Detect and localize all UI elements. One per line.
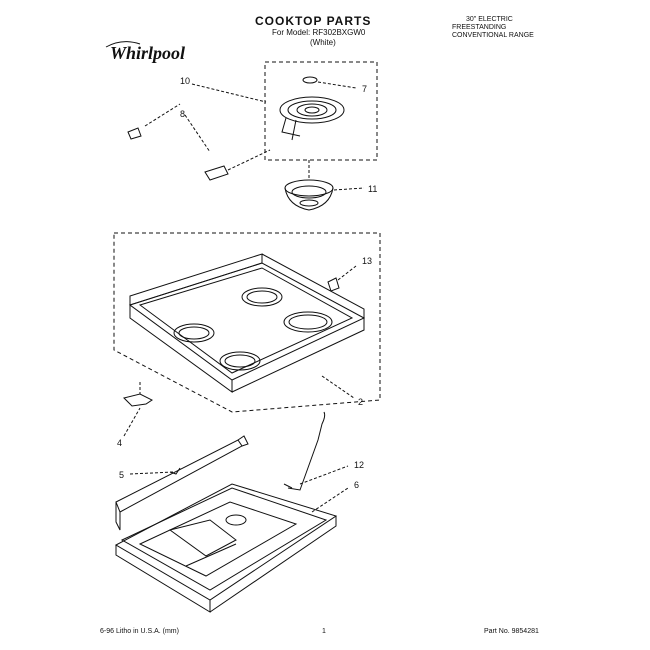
- callout-12: 12: [354, 460, 364, 470]
- model-color: (White): [310, 38, 336, 47]
- callout-4: 4: [117, 438, 122, 448]
- drip-bowl: [284, 179, 334, 211]
- product-description-line-3: CONVENTIONAL RANGE: [452, 32, 534, 39]
- surface-element-group-outline: [264, 61, 378, 161]
- callout-5: 5: [119, 470, 124, 480]
- leader-13: [337, 265, 357, 281]
- leader-5: [129, 471, 175, 475]
- leader-6: [311, 487, 349, 513]
- callout-10: 10: [180, 76, 190, 86]
- page-number: 1: [322, 628, 326, 635]
- print-info: 6-96 Litho in U.S.A. (mm): [100, 628, 179, 635]
- wire-connector: [127, 127, 142, 140]
- terminal-block: [204, 149, 271, 181]
- logo-swirl: [105, 41, 141, 48]
- element-cap: [302, 76, 318, 84]
- page-title: COOKTOP PARTS: [255, 14, 372, 28]
- callout-11: 11: [368, 184, 377, 194]
- brand-logo: Whirlpool: [110, 43, 186, 63]
- callout-8: 8: [180, 109, 185, 119]
- cooktop-support-rod: [283, 411, 326, 491]
- leader-7: [317, 81, 357, 89]
- callout-6: 6: [354, 480, 359, 490]
- part-number: Part No. 9854281: [484, 628, 539, 635]
- leader-4: [123, 407, 141, 437]
- callout-7: 7: [362, 84, 367, 94]
- product-description-line-1: 30" ELECTRIC: [466, 16, 513, 23]
- leader-9: [144, 103, 181, 127]
- callout-2: 2: [358, 397, 363, 407]
- surface-element-coil: [279, 96, 345, 141]
- callout-13: 13: [362, 256, 372, 266]
- leader-11: [333, 187, 365, 191]
- model-number: For Model: RF302BXGW0: [272, 28, 366, 37]
- cooktop-body: [128, 253, 366, 393]
- product-description-line-2: FREESTANDING: [452, 24, 507, 31]
- burner-box: [114, 483, 338, 613]
- leader-10: [191, 83, 267, 103]
- front-channel: [115, 435, 249, 531]
- cooktop-group-outline: [113, 232, 381, 413]
- leader-12: [299, 465, 349, 485]
- cooktop-clip: [327, 277, 340, 292]
- leader-8: [184, 114, 211, 153]
- cooktop-hinge: [123, 382, 153, 407]
- leader-2: [321, 375, 355, 399]
